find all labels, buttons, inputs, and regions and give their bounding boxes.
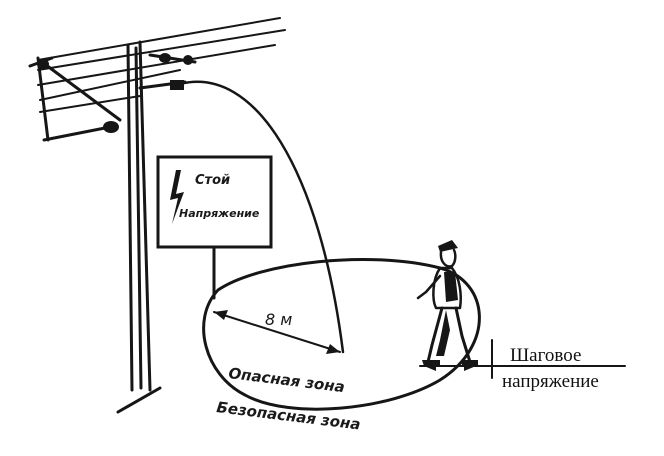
power-line-wires bbox=[37, 17, 286, 113]
step-voltage-line-1: Шаговое bbox=[510, 345, 581, 366]
safe-zone-label: Безопасная зона bbox=[216, 398, 362, 434]
pole-crossarm bbox=[28, 53, 197, 142]
warning-sign: Стой Напряжение bbox=[156, 155, 273, 300]
insulators bbox=[37, 53, 193, 133]
lightning-bolt-icon bbox=[170, 170, 184, 224]
utility-pole bbox=[116, 40, 162, 414]
danger-zone-label: Опасная зона bbox=[228, 364, 346, 396]
radius-label: 8 м bbox=[265, 310, 292, 329]
sign-line-2: Напряжение bbox=[179, 207, 260, 220]
person-icon bbox=[416, 240, 478, 366]
fallen-wire bbox=[178, 80, 345, 354]
step-voltage-line-2: напряжение bbox=[502, 371, 599, 392]
sign-line-1: Стой bbox=[195, 173, 230, 188]
danger-zone-boundary bbox=[202, 257, 481, 411]
radius-arrow bbox=[213, 310, 341, 354]
step-voltage-marker bbox=[419, 339, 626, 379]
